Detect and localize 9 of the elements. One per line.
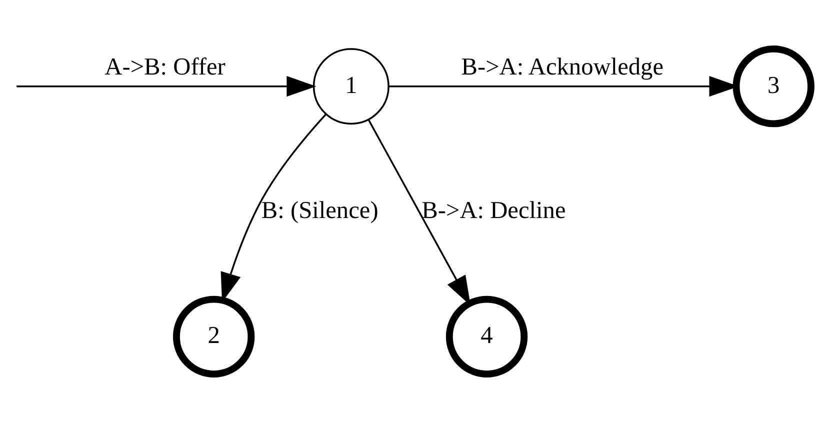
node-circle: 4 (446, 296, 528, 378)
node-circle: 3 (732, 45, 814, 128)
arrow (16, 76, 316, 97)
node-circle: 2 (172, 296, 255, 378)
edge-label: A->B: Offer (104, 54, 226, 81)
edge-label: B: (Silence) (261, 196, 378, 224)
node-circle: 1 (312, 48, 390, 125)
edge-label: B->A: Decline (422, 196, 566, 224)
edge-label: B->A: Acknowledge (461, 54, 664, 81)
